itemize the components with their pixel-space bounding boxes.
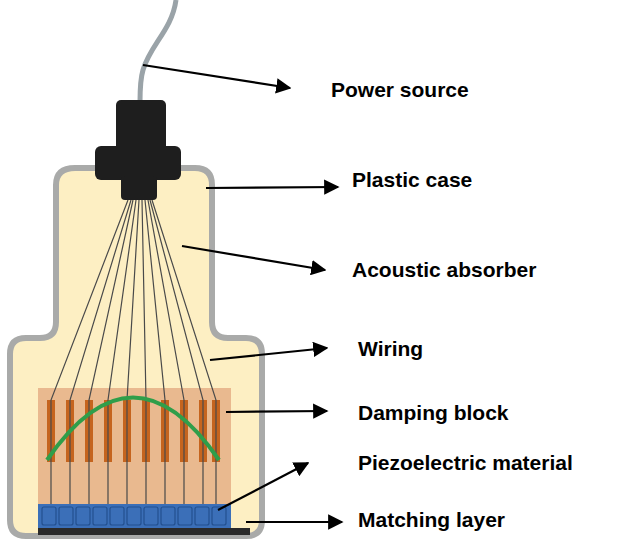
piezo-element xyxy=(127,507,141,525)
plastic-case xyxy=(10,168,262,536)
part-label: Power source xyxy=(331,78,469,102)
part-label: Damping block xyxy=(358,401,509,425)
piezo-element xyxy=(93,507,107,525)
wire xyxy=(127,200,139,505)
leader-arrow xyxy=(206,187,338,188)
power-cable xyxy=(140,0,176,102)
piezo-element xyxy=(195,507,209,525)
part-label: Matching layer xyxy=(358,508,505,532)
focus-arc xyxy=(47,398,219,461)
wire xyxy=(150,200,203,505)
leader-arrow xyxy=(182,246,325,270)
piezo-band xyxy=(38,504,231,528)
connector-top xyxy=(116,100,166,152)
matching-layer xyxy=(38,528,250,535)
piezo-element xyxy=(110,507,124,525)
piezo-element xyxy=(161,507,175,525)
wires xyxy=(51,200,216,505)
leader-arrow xyxy=(210,348,327,360)
leader-arrow xyxy=(143,65,290,88)
leader-arrow xyxy=(226,411,327,412)
piezo-element xyxy=(144,507,158,525)
cable-connector xyxy=(95,100,181,200)
piezo-element xyxy=(59,507,73,525)
wire xyxy=(70,200,131,505)
leader-arrow xyxy=(246,521,342,523)
connector-neck xyxy=(121,176,157,200)
connector-cross xyxy=(95,146,181,180)
part-label: Plastic case xyxy=(352,168,472,192)
part-label: Acoustic absorber xyxy=(352,258,536,282)
piezo-element xyxy=(42,507,56,525)
part-label: Piezoelectric material xyxy=(358,451,573,475)
damping-block xyxy=(38,388,231,506)
piezo-element xyxy=(178,507,192,525)
wire xyxy=(142,200,146,505)
wire xyxy=(108,200,136,505)
piezo-element xyxy=(76,507,90,525)
part-label: Wiring xyxy=(358,337,423,361)
wire xyxy=(148,200,184,505)
leader-arrow xyxy=(218,463,308,510)
piezo-elements xyxy=(42,507,226,525)
leader-arrows xyxy=(143,65,342,522)
